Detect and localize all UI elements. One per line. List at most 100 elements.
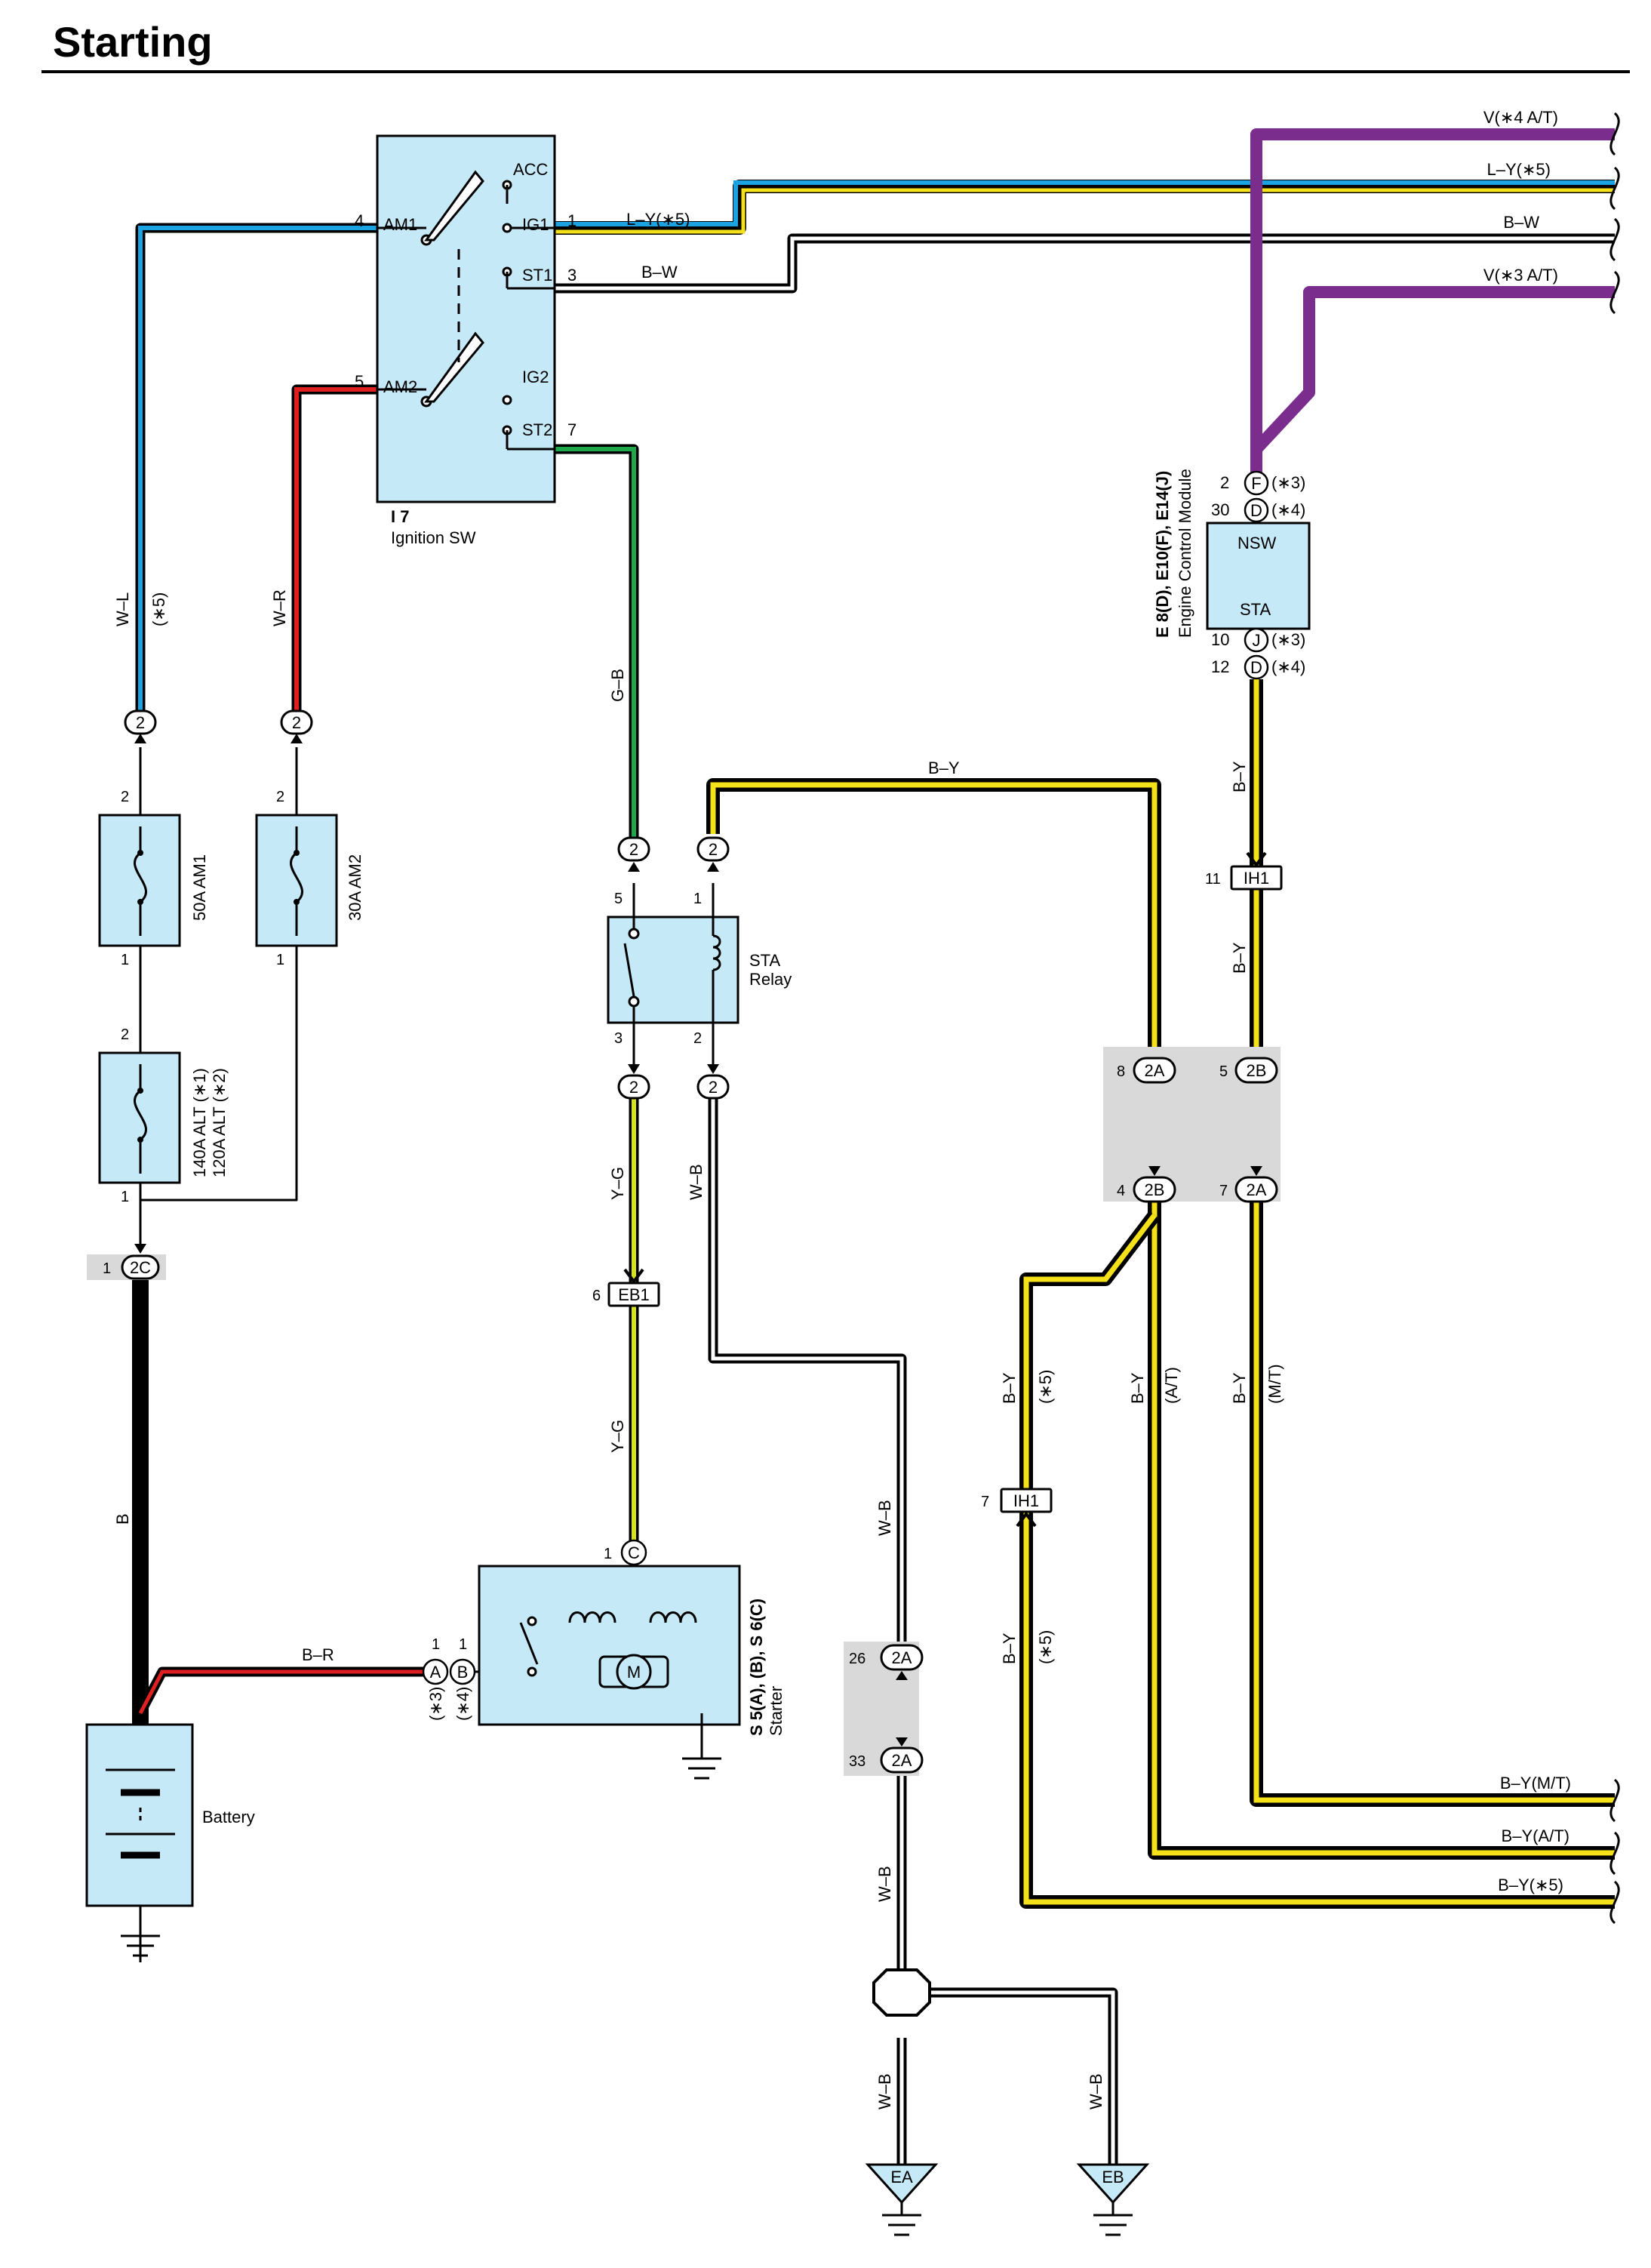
svg-text:2A: 2A <box>892 1648 912 1667</box>
label-w-b-1: W–B <box>687 1164 706 1200</box>
conn-ih1-left: IH1 <box>1000 1488 1053 1513</box>
ign-pin-st2-num: 7 <box>567 420 576 439</box>
svg-text:5: 5 <box>614 891 623 907</box>
svg-text:2: 2 <box>276 789 284 805</box>
svg-text:(∗3): (∗3) <box>1271 630 1305 649</box>
conn-2-wl: 2 <box>124 709 157 735</box>
svg-text:A: A <box>430 1663 441 1682</box>
ign-term-acc: ACC <box>513 160 549 179</box>
svg-text:1: 1 <box>103 1260 111 1277</box>
svg-text:(∗4): (∗4) <box>1271 657 1305 676</box>
conn-b-starter: B <box>449 1658 476 1685</box>
conn-ih1-top: IH1 <box>1230 865 1283 891</box>
edge-label-bw: B–W <box>1503 213 1539 232</box>
svg-text:2B: 2B <box>1145 1180 1165 1199</box>
svg-text:IH1: IH1 <box>1013 1491 1039 1510</box>
starter: M S 5(A), (B), S 6(C) Starter <box>478 1565 786 1759</box>
wire-fuse-am2-chain <box>140 747 298 1202</box>
ign-pin-am2-num: 5 <box>355 372 364 391</box>
label-b-y-top: B–Y <box>928 759 960 777</box>
svg-text:2: 2 <box>121 1026 129 1043</box>
edge-label-v3: V(∗3 A/T) <box>1483 266 1558 285</box>
label-star5-b: (∗5) <box>1036 1630 1055 1664</box>
svg-text:10: 10 <box>1211 630 1229 649</box>
svg-text:1: 1 <box>459 1636 467 1653</box>
ign-term-ig2: IG2 <box>522 368 549 386</box>
svg-text:1: 1 <box>276 952 284 968</box>
label-y-g-1: Y–G <box>608 1167 627 1200</box>
conn-2a-7: 2A <box>1234 1176 1278 1203</box>
ground-ea: EA <box>865 2163 939 2205</box>
sta-relay: STA Relay <box>607 883 792 1072</box>
wire-v-3 <box>1252 286 1615 454</box>
ecm-ids: E 8(D), E10(F), E14(J) <box>1153 471 1172 638</box>
ecm-pin-12: 12 D (∗4) <box>1211 654 1305 680</box>
svg-text:2: 2 <box>693 1030 702 1047</box>
svg-text:3: 3 <box>614 1030 623 1047</box>
ign-id: I 7 <box>391 507 409 526</box>
svg-text:11: 11 <box>1205 871 1221 888</box>
fuse-alt-label-2: 120A ALT (∗2) <box>210 1068 229 1177</box>
label-w-b-3: W–B <box>875 1866 894 1902</box>
svg-text:2A: 2A <box>1145 1061 1165 1080</box>
wire-w-l <box>135 223 377 717</box>
ground-symbols <box>121 1757 1133 2236</box>
wires <box>132 128 1615 2174</box>
svg-text:1: 1 <box>693 891 702 907</box>
svg-text:EB1: EB1 <box>618 1285 650 1304</box>
ign-term-am2: AM2 <box>383 377 417 396</box>
conn-eb1: EB1 <box>607 1282 660 1307</box>
svg-text:2C: 2C <box>130 1258 151 1277</box>
ign-term-st2: ST2 <box>522 420 552 439</box>
conn-2c: 2C <box>121 1254 160 1280</box>
label-b-y-at: B–Y <box>1128 1372 1147 1404</box>
engine-control-module: NSW STA 2 F (∗3) 30 D (∗4) 10 J (∗3) 12 … <box>1153 469 1311 680</box>
label-b-y-5a: B–Y <box>1000 1372 1019 1404</box>
label-w-b-4: W–B <box>875 2073 894 2110</box>
ign-term-am1: AM1 <box>383 215 417 234</box>
svg-text:1: 1 <box>604 1546 612 1562</box>
starter-motor-label: M <box>627 1663 641 1682</box>
label-w-b-2: W–B <box>875 1500 894 1536</box>
conn-2-wr: 2 <box>280 709 313 735</box>
label-w-l: W–L <box>113 592 132 626</box>
connector-ovals: 2 2 2 2 2 2 2C 2A 2B 2B 2A 2A 2A C A <box>121 709 1283 1774</box>
label-w-r: W–R <box>270 589 289 626</box>
svg-text:6: 6 <box>592 1288 601 1304</box>
edge-label-bymt: B–Y(M/T) <box>1500 1774 1571 1793</box>
wire-v-4 <box>1250 128 1615 483</box>
starter-name: Starter <box>767 1686 786 1736</box>
svg-text:30: 30 <box>1211 500 1229 519</box>
conn-2-relay-1: 2 <box>696 836 730 862</box>
label-b-y-5b: B–Y <box>1000 1633 1019 1664</box>
label-b-w: B–W <box>641 263 678 282</box>
svg-text:2: 2 <box>292 713 301 732</box>
svg-text:2: 2 <box>136 713 145 732</box>
starter-ids: S 5(A), (B), S 6(C) <box>747 1599 766 1736</box>
svg-text:7: 7 <box>1219 1183 1228 1199</box>
svg-text:2B: 2B <box>1247 1061 1267 1080</box>
label-star4: (∗4) <box>453 1687 472 1721</box>
conn-2a-26: 2A <box>880 1644 924 1671</box>
ign-term-st1: ST1 <box>522 266 552 285</box>
label-l-y-5: L–Y(∗5) <box>626 210 690 229</box>
wire-b-y-at <box>1148 1200 1615 1860</box>
ground-ea-label: EA <box>890 2168 913 2186</box>
ground-eb-label: EB <box>1102 2168 1124 2186</box>
ecm-pin-30: 30 D (∗4) <box>1211 497 1305 523</box>
ign-pin-st1-num: 3 <box>567 266 576 285</box>
wire-w-r <box>291 384 377 717</box>
svg-text:D: D <box>1250 501 1262 520</box>
label-w-b-5: W–B <box>1087 2073 1105 2110</box>
ground-eb: EB <box>1076 2163 1150 2205</box>
svg-text:2A: 2A <box>892 1751 912 1770</box>
conn-2b-4: 2B <box>1133 1176 1176 1203</box>
svg-text:IH1: IH1 <box>1244 869 1269 888</box>
svg-text:33: 33 <box>849 1753 865 1770</box>
svg-text:F: F <box>1251 474 1261 493</box>
ecm-pin-10: 10 J (∗3) <box>1211 627 1305 653</box>
label-b-y-ecm: B–Y <box>1230 761 1249 792</box>
label-b-y-ih1: B–Y <box>1230 942 1249 974</box>
edge-label-v4: V(∗4 A/T) <box>1483 108 1558 127</box>
fuse-alt: 140A ALT (∗1) 120A ALT (∗2) <box>98 1051 229 1184</box>
